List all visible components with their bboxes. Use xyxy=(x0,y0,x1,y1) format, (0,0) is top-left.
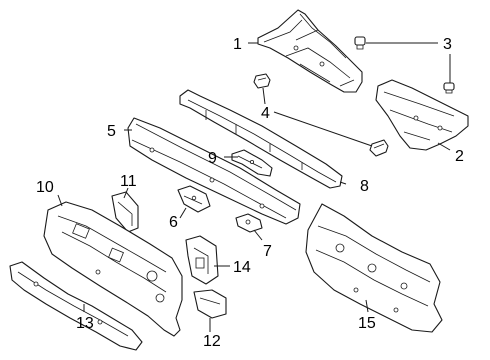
part-3-clip-lower xyxy=(443,82,455,94)
callout-5: 5 xyxy=(107,123,116,140)
part-4-bracket-upper xyxy=(253,73,271,89)
part-14-vertical-bracket xyxy=(185,235,219,285)
leader-2 xyxy=(437,142,451,151)
part-9-small-bracket xyxy=(231,149,273,177)
callout-15: 15 xyxy=(358,315,376,332)
part-5-cowl-crossmember xyxy=(127,117,301,225)
part-2-cowl-grille-right xyxy=(375,79,469,151)
part-4-bracket-lower xyxy=(369,139,389,157)
part-12-lower-bracket xyxy=(193,289,227,319)
part-7-stud-plate xyxy=(235,213,263,233)
callout-13: 13 xyxy=(76,315,94,332)
leader-10 xyxy=(57,194,63,207)
callout-8: 8 xyxy=(360,178,369,195)
callout-7: 7 xyxy=(263,243,272,260)
leader-11 xyxy=(123,187,129,199)
leader-6 xyxy=(179,207,187,219)
part-6-mount-bracket xyxy=(177,185,211,213)
leader-15 xyxy=(365,299,369,313)
callout-12: 12 xyxy=(203,333,221,350)
leader-8 xyxy=(339,181,347,185)
leader-4-upper xyxy=(262,87,266,105)
callout-2: 2 xyxy=(455,148,464,165)
callout-6: 6 xyxy=(169,214,178,231)
part-1-cowl-grille-left xyxy=(257,9,363,93)
part-8-upper-rail xyxy=(179,89,343,189)
callout-9: 9 xyxy=(208,150,217,167)
part-3-clip-upper xyxy=(354,36,366,50)
part-10-dash-panel xyxy=(43,201,183,337)
callout-14: 14 xyxy=(233,259,251,276)
part-15-cowl-assembly xyxy=(305,203,443,333)
callout-11: 11 xyxy=(120,173,137,190)
callout-10: 10 xyxy=(36,179,54,196)
leader-7 xyxy=(253,229,263,241)
part-13-lower-extension xyxy=(9,261,143,351)
callout-4: 4 xyxy=(261,105,270,122)
callout-1: 1 xyxy=(233,36,242,53)
callout-3: 3 xyxy=(443,36,452,53)
leader-4-lower xyxy=(273,111,373,147)
